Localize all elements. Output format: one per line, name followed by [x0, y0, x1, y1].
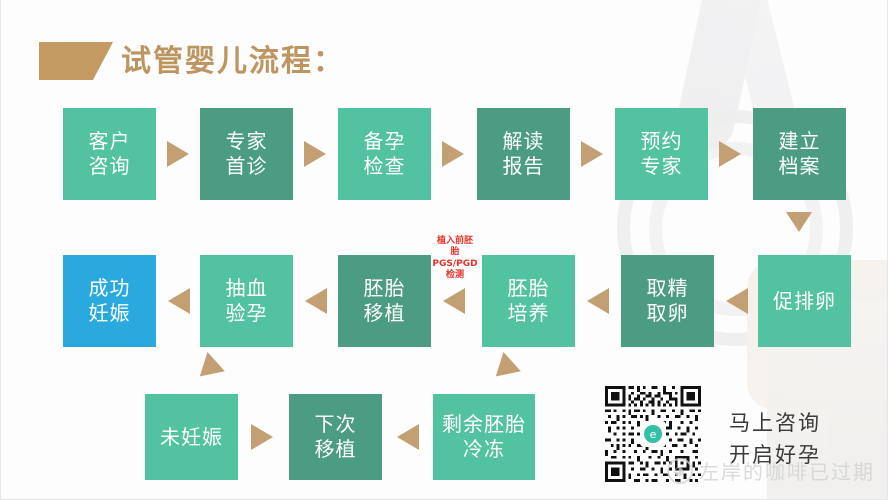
flow-node-row3-3[interactable]: 剩余胚胎 冷冻	[433, 394, 535, 480]
flow-node-row1-5[interactable]: 预约 专家	[615, 108, 708, 200]
arrow-right-r1-2	[304, 141, 326, 167]
flow-node-label: 促排卵	[773, 288, 836, 313]
flow-node-label: 剩余胚胎 冷冻	[442, 412, 526, 461]
arrow-right-r3-1	[251, 424, 273, 450]
arrow-left-r2-2	[305, 288, 327, 314]
qr-logo-glyph: e	[644, 425, 662, 443]
flow-node-label: 专家 首诊	[225, 129, 268, 178]
qr-center-logo: e	[640, 421, 666, 447]
flow-node-row1-2[interactable]: 专家 首诊	[200, 108, 293, 200]
arrow-right-r1-3	[442, 141, 464, 167]
arrow-down-r1-to-r2	[786, 212, 812, 232]
arrow-left-r2-1	[168, 288, 190, 314]
arrow-right-r1-1	[167, 141, 189, 167]
flow-node-label: 未妊娠	[160, 424, 223, 449]
flow-node-label: 胚胎 培养	[507, 276, 550, 325]
arrow-right-r1-4	[581, 141, 603, 167]
page-title: 试管婴儿流程：	[121, 44, 345, 79]
arrow-left-r2-4	[587, 288, 609, 314]
flow-node-label: 胚胎 移植	[363, 276, 406, 325]
flow-node-row1-4[interactable]: 解读 报告	[477, 108, 570, 200]
flow-node-label: 取精 取卵	[646, 276, 689, 325]
cta-text: 马上咨询 开启好孕	[729, 411, 821, 467]
flow-node-label: 解读 报告	[502, 129, 545, 178]
flow-node-row1-1[interactable]: 客户 咨询	[63, 108, 156, 200]
slide-header: 试管婴儿流程：	[1, 34, 887, 96]
flow-node-row2-4[interactable]: 胚胎 培养	[482, 255, 575, 347]
flow-node-row3-1[interactable]: 未妊娠	[145, 394, 238, 480]
flow-node-label: 预约 专家	[640, 129, 683, 178]
flow-node-row1-3[interactable]: 备孕 检查	[338, 108, 431, 200]
header-marker-icon	[39, 42, 113, 80]
flow-node-row2-3[interactable]: 胚胎 移植	[338, 255, 431, 347]
arrow-left-r2-3	[443, 288, 465, 314]
flow-node-label: 建立 档案	[778, 129, 821, 178]
flow-node-label: 成功 妊娠	[88, 276, 131, 325]
flow-node-row2-1[interactable]: 成功 妊娠	[63, 255, 156, 347]
arrow-right-r1-5	[719, 141, 741, 167]
flow-node-row2-5[interactable]: 取精 取卵	[621, 255, 714, 347]
flow-node-row2-6[interactable]: 促排卵	[758, 255, 851, 347]
flow-node-label: 客户 咨询	[88, 129, 131, 178]
flow-node-label: 备孕 检查	[363, 129, 406, 178]
arrow-diagonal-to-lengdong	[487, 351, 521, 387]
arrow-diagonal-to-weirenshen	[191, 351, 225, 387]
arrow-left-r2-5	[726, 288, 748, 314]
flow-node-row3-2[interactable]: 下次 移植	[289, 394, 382, 480]
flow-node-label: 抽血 验孕	[225, 276, 268, 325]
qr-code[interactable]: e	[605, 386, 701, 482]
flow-node-row2-2[interactable]: 抽血 验孕	[200, 255, 293, 347]
arrow-left-r3-2	[397, 424, 419, 450]
flow-node-row1-6[interactable]: 建立 档案	[753, 108, 846, 200]
flow-node-label: 下次 移植	[314, 412, 357, 461]
pgs-pgd-annotation: 植入前胚 胎 PGS/PGD 检测	[432, 236, 478, 280]
